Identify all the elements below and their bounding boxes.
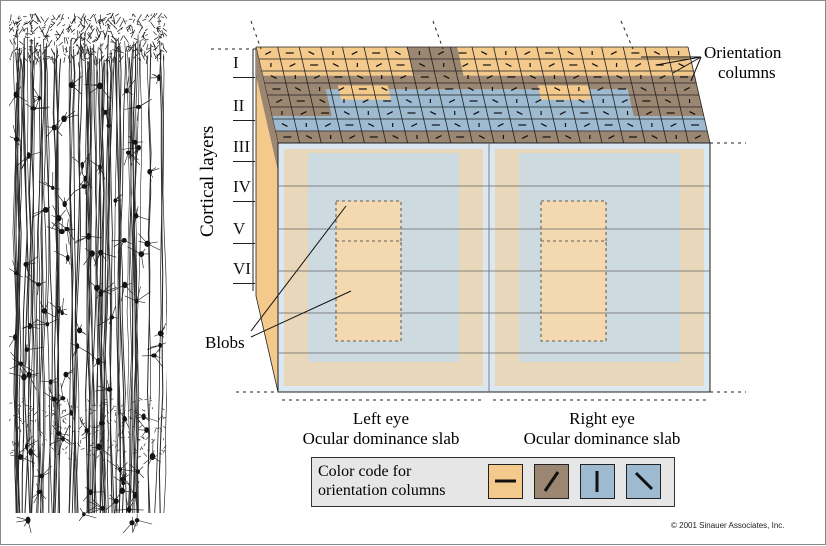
legend-swatch	[626, 464, 661, 499]
blob-volume	[541, 201, 606, 246]
right-eye-slab-label: Right eye Ocular dominance slab	[489, 409, 715, 449]
layer-label-II: II	[233, 96, 244, 116]
layer-label-VI: VI	[233, 259, 251, 279]
legend-swatch	[534, 464, 569, 499]
blob-volume	[336, 201, 401, 246]
left-eye-slab-label: Left eye Ocular dominance slab	[271, 409, 491, 449]
layer-tick	[233, 201, 255, 202]
orientation-label-line-1: Orientation	[704, 43, 781, 63]
legend-text-line-2: orientation columns	[318, 481, 446, 500]
layer-label-I: I	[233, 53, 239, 73]
legend-text: Color code for orientation columns	[318, 462, 446, 500]
oblique-left-bar-icon	[627, 465, 660, 498]
copyright-notice: © 2001 Sinauer Associates, Inc.	[671, 521, 785, 530]
layer-label-IV: IV	[233, 177, 251, 197]
legend-swatch	[580, 464, 615, 499]
legend-text-line-1: Color code for	[318, 462, 446, 481]
guide-diag-1	[251, 21, 261, 49]
left-blob-top	[338, 85, 391, 99]
legend-swatch	[488, 464, 523, 499]
right-brown-block	[628, 89, 704, 116]
blob-volume	[336, 241, 401, 341]
right-slab-line-2: Ocular dominance slab	[489, 429, 715, 449]
layer-tick	[233, 120, 255, 121]
layer-tick	[233, 283, 255, 284]
horizontal-bar-icon	[489, 465, 522, 498]
guide-diag-3	[621, 21, 633, 49]
blob-volume	[541, 241, 606, 341]
left-slab-line-1: Left eye	[271, 409, 491, 429]
blobs-label: Blobs	[205, 333, 245, 353]
layer-label-V: V	[233, 219, 245, 239]
left-slab-line-2: Ocular dominance slab	[271, 429, 491, 449]
layer-tick	[233, 243, 255, 244]
vertical-bar-icon	[581, 465, 614, 498]
guide-diag-2	[433, 21, 443, 49]
orientation-columns-label: Orientation columns	[704, 43, 781, 83]
back-brown-column	[407, 47, 464, 76]
layer-tick	[233, 77, 255, 78]
front-face	[278, 143, 710, 392]
layer-tick	[233, 161, 255, 162]
right-slab-line-1: Right eye	[489, 409, 715, 429]
orientation-label-line-2: columns	[704, 63, 781, 83]
layer-label-III: III	[233, 137, 250, 157]
color-code-legend: Color code for orientation columns	[311, 457, 675, 507]
cortical-layers-axis-title: Cortical layers	[197, 126, 219, 237]
oblique-right-bar-icon	[535, 465, 568, 498]
left-brown-block	[266, 89, 332, 116]
